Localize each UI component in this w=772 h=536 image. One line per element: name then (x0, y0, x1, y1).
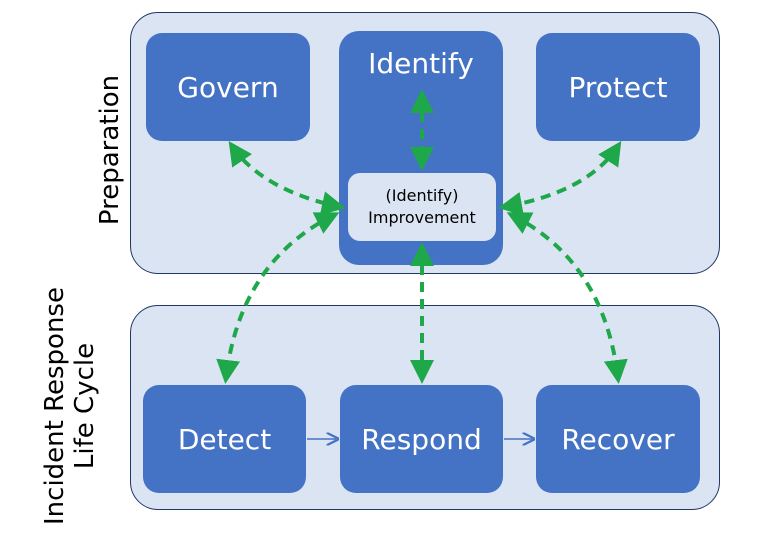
preparation-label: Preparation (95, 74, 125, 226)
protect-label: Protect (568, 70, 668, 104)
improvement-box: (Identify) Improvement (348, 173, 496, 241)
incident-response-label-line2: Life Cycle (70, 342, 100, 470)
improvement-label-line1: (Identify) (385, 186, 459, 205)
govern-box: Govern (146, 33, 310, 141)
respond-label: Respond (361, 422, 482, 456)
improvement-label-line2: Improvement (368, 208, 476, 227)
incident-response-label-line1: Incident Response (40, 287, 70, 525)
incident-response-label: Incident Response Life Cycle (40, 276, 100, 536)
govern-label: Govern (177, 70, 279, 104)
detect-box: Detect (143, 385, 306, 493)
recover-label: Recover (561, 422, 675, 456)
detect-label: Detect (177, 422, 272, 456)
respond-box: Respond (340, 385, 503, 493)
recover-box: Recover (536, 385, 700, 493)
protect-box: Protect (536, 33, 700, 141)
identify-label: Identify (368, 47, 474, 80)
